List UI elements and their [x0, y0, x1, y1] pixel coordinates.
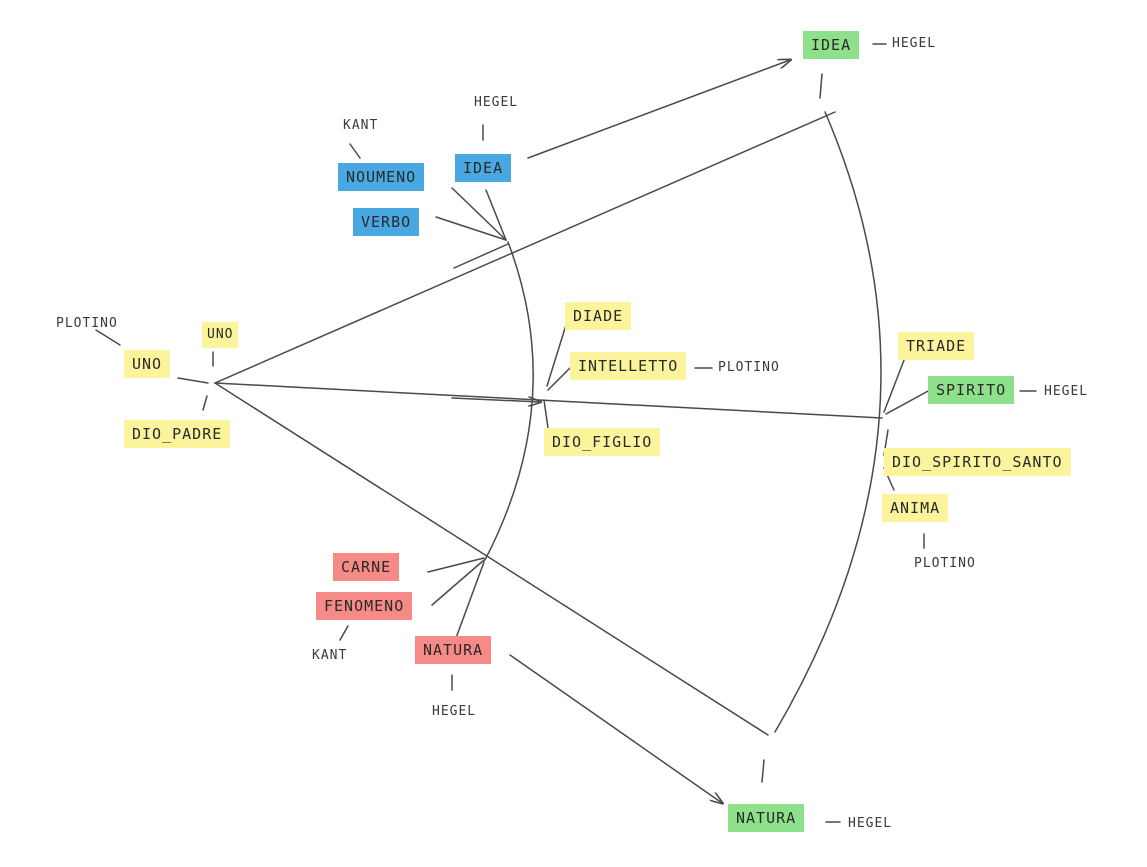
node-spirito: SPIRITO [928, 376, 1015, 404]
note-hegel-spirito: HEGEL [1044, 384, 1089, 399]
note-plotino-anima: PLOTINO [914, 556, 976, 571]
node-dio-padre: DIO_PADRE [124, 420, 231, 448]
node-noumeno: NOUMENO [338, 163, 425, 191]
node-natura-mid: NATURA [415, 636, 492, 664]
note-kant-noumeno: KANT [343, 118, 379, 133]
note-hegel-natura-mid: HEGEL [432, 704, 477, 719]
node-triade: TRIADE [898, 332, 975, 360]
node-verbo: VERBO [353, 208, 420, 236]
node-diade: DIADE [565, 302, 632, 330]
note-hegel-idea-mid: HEGEL [474, 95, 519, 110]
node-uno: UNO [124, 350, 171, 378]
node-dio-spirito-santo: DIO_SPIRITO_SANTO [884, 448, 1071, 476]
node-natura-bottom: NATURA [728, 804, 805, 832]
note-hegel-natura-bottom: HEGEL [848, 816, 893, 831]
note-kant-fenomeno: KANT [312, 648, 348, 663]
node-uno-small: UNO [202, 322, 239, 348]
node-idea-top: IDEA [803, 31, 860, 59]
node-idea-mid: IDEA [455, 154, 512, 182]
ray-lower [214, 382, 769, 736]
note-hegel-idea-top: HEGEL [892, 36, 937, 51]
note-plotino-uno: PLOTINO [56, 316, 118, 331]
note-plotino-intelletto: PLOTINO [718, 360, 780, 375]
ray-upper [214, 111, 836, 384]
node-dio-figlio: DIO_FIGLIO [544, 428, 661, 456]
node-carne: CARNE [333, 553, 400, 581]
outer-arc [774, 111, 882, 733]
node-anima: ANIMA [882, 494, 949, 522]
node-fenomeno: FENOMENO [316, 592, 413, 620]
node-intelletto: INTELLETTO [570, 352, 687, 380]
ray-middle [214, 382, 883, 419]
